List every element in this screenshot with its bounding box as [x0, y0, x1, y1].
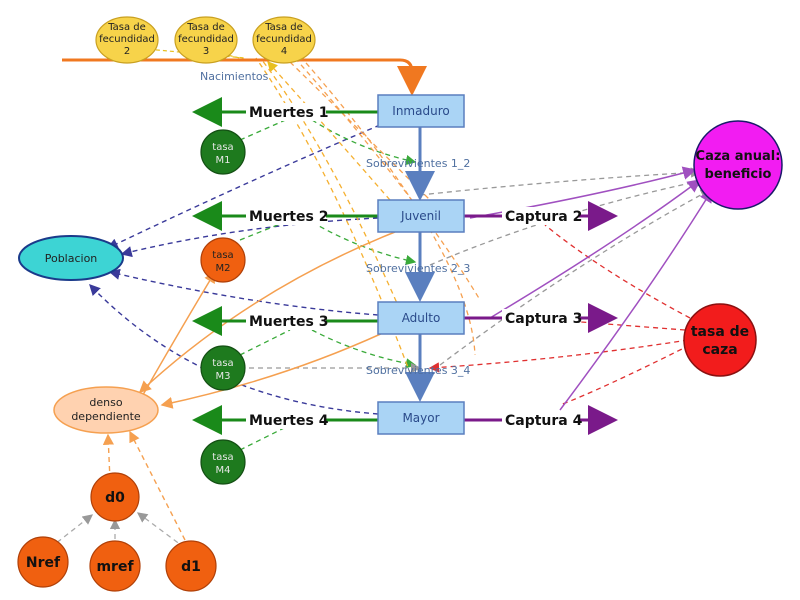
population-label: Poblacion — [45, 252, 98, 265]
d1-variable[interactable]: d1 — [165, 540, 217, 592]
stock-mayor[interactable]: Mayor — [377, 401, 465, 435]
deaths-1-label: Muertes 1 — [249, 105, 328, 121]
rate-m4-line2: M4 — [216, 465, 231, 476]
stock-mayor-label: Mayor — [402, 411, 439, 425]
stock-adulto[interactable]: Adulto — [377, 301, 465, 335]
fertility-3-line2: fecundidad — [178, 34, 234, 45]
rate-m1-line1: tasa — [212, 142, 233, 153]
nref-variable[interactable]: Nref — [17, 536, 69, 588]
d0-label: d0 — [105, 490, 125, 506]
fertility-rate-2[interactable]: Tasa de fecundidad 2 — [95, 16, 159, 64]
hunt-rate-variable[interactable]: tasa de caza — [683, 303, 757, 377]
fertility-2-line3: 2 — [124, 46, 130, 57]
mref-variable[interactable]: mref — [89, 540, 141, 592]
mortality-rate-m2[interactable]: tasa M2 — [200, 237, 246, 283]
fertility-4-line2: fecundidad — [256, 34, 312, 45]
survivor-flows: Sobrevivientes 1_2 Sobrevivientes 2_3 So… — [366, 127, 470, 402]
death-flows: Muertes 1 Muertes 2 Muertes 3 Muertes 4 — [192, 97, 378, 435]
deaths-3-label: Muertes 3 — [249, 314, 328, 330]
fertility-rate-4[interactable]: Tasa de fecundidad 4 — [252, 16, 316, 64]
fertility-4-line1: Tasa de — [264, 22, 303, 33]
survivors-1-2-label: Sobrevivientes 1_2 — [366, 157, 470, 170]
stock-inmaduro[interactable]: Inmaduro — [377, 94, 465, 128]
density-line1: denso — [89, 396, 122, 409]
capture-3-label: Captura 3 — [505, 311, 582, 327]
annual-hunt-line2: beneficio — [705, 167, 772, 182]
births-label: Nacimientos — [200, 70, 269, 83]
capture-flows: Captura 2 Captura 3 Captura 4 — [464, 201, 618, 435]
annual-hunt-line1: Caza anual: — [696, 149, 781, 164]
rate-m3-line2: M3 — [216, 371, 231, 382]
deaths-4-label: Muertes 4 — [249, 413, 329, 429]
fertility-3-line3: 3 — [203, 46, 209, 57]
stock-inmaduro-label: Inmaduro — [392, 104, 449, 118]
rate-m4-line1: tasa — [212, 452, 233, 463]
stock-adulto-label: Adulto — [402, 311, 441, 325]
capture-4-label: Captura 4 — [505, 413, 583, 429]
hunt-rate-line1: tasa de — [691, 324, 749, 340]
density-dependent-variable[interactable]: denso dependiente — [53, 386, 159, 434]
fertility-2-line1: Tasa de — [107, 22, 146, 33]
deaths-2-label: Muertes 2 — [249, 209, 328, 225]
density-line2: dependiente — [71, 410, 141, 423]
mortality-rate-m1[interactable]: tasa M1 — [200, 129, 246, 175]
fertility-3-line1: Tasa de — [186, 22, 225, 33]
rate-m2-line2: M2 — [216, 263, 231, 274]
fertility-2-line2: fecundidad — [99, 34, 155, 45]
mref-label: mref — [96, 559, 134, 575]
influence-links — [49, 47, 713, 549]
capture-2-label: Captura 2 — [505, 209, 582, 225]
stock-juvenil[interactable]: Juvenil — [377, 199, 465, 233]
survivors-3-4-label: Sobrevivientes 3_4 — [366, 364, 470, 377]
rate-m3-line1: tasa — [212, 358, 233, 369]
stock-juvenil-label: Juvenil — [400, 209, 441, 223]
nref-label: Nref — [26, 555, 61, 571]
survivors-2-3-label: Sobrevivientes 2_3 — [366, 262, 470, 275]
rate-m2-line1: tasa — [212, 250, 233, 261]
births-flow: Nacimientos — [62, 58, 427, 96]
annual-hunt-variable[interactable]: Caza anual: beneficio — [693, 120, 783, 210]
d0-variable[interactable]: d0 — [90, 472, 140, 522]
population-variable[interactable]: Poblacion — [18, 235, 124, 281]
rate-m1-line2: M1 — [216, 155, 231, 166]
fertility-rate-3[interactable]: Tasa de fecundidad 3 — [174, 16, 238, 64]
mortality-rate-m3[interactable]: tasa M3 — [200, 345, 246, 391]
d1-label: d1 — [181, 559, 201, 575]
fertility-4-line3: 4 — [281, 46, 287, 57]
hunt-rate-line2: caza — [702, 342, 737, 358]
mortality-rate-m4[interactable]: tasa M4 — [200, 439, 246, 485]
